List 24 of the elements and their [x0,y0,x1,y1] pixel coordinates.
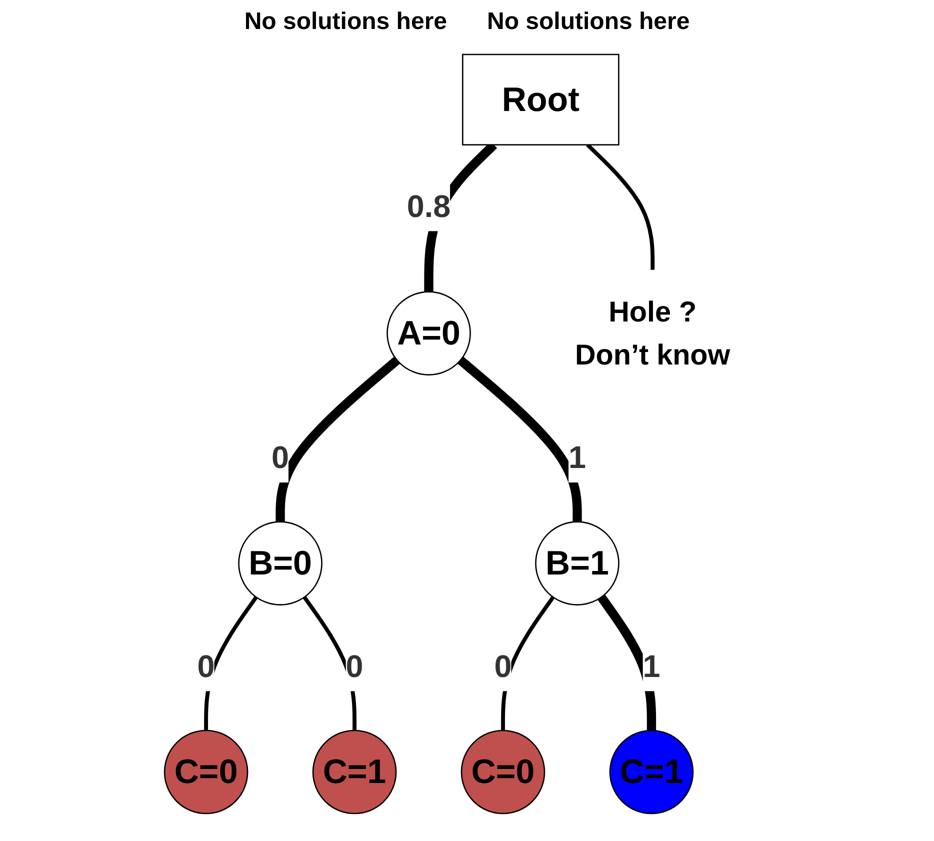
note-text: No solutions here [244,8,447,36]
edge-label: 0 [494,649,512,685]
node-circle: C=0 [460,730,546,814]
node-circle: A=0 [386,291,471,376]
node-circle: C=1 [312,730,397,814]
edge-label: 0.8 [406,189,451,225]
node-box: Root [462,54,620,146]
edge-label: 1 [642,649,660,685]
node-circle: C=0 [164,730,248,814]
connector [276,356,400,522]
note-text: No solutions here [487,8,690,36]
edge-label: 1 [568,440,586,476]
node-circle: B=0 [238,521,322,606]
connector [501,596,555,730]
edge-label: 0 [197,649,215,685]
edge-label: 0 [346,649,364,685]
connector [204,596,258,730]
node-circle: C=1 [609,730,694,814]
edge-label: 0 [272,440,290,476]
node-text: Hole ? Don’t know [575,295,730,372]
node-circle: B=1 [535,521,620,606]
connector [586,143,655,270]
connector [458,356,582,522]
connector [598,594,656,730]
